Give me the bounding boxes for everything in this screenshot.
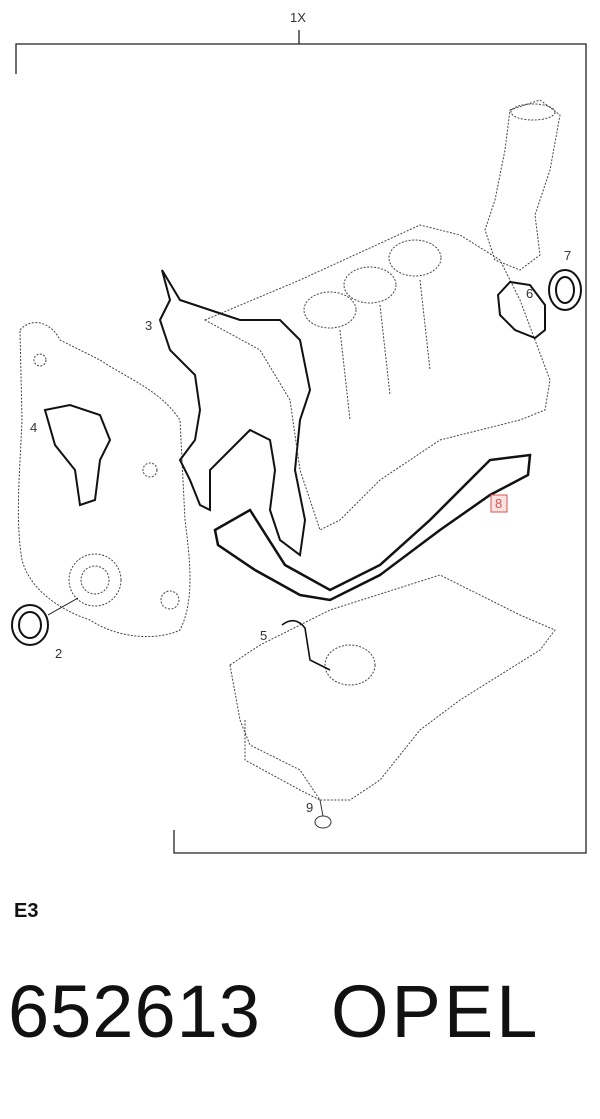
part-number: 652613: [8, 970, 261, 1053]
assembly-bracket: [15, 30, 587, 854]
drain-plug: [314, 799, 332, 829]
oil-filter-housing: [484, 99, 561, 271]
quantity-label: 1X: [290, 10, 306, 25]
section-code: E3: [14, 900, 39, 922]
callout-8-highlight: 8: [490, 494, 508, 513]
callout-7: 7: [564, 248, 571, 263]
pickup-tube-seal: [281, 619, 331, 671]
callout-3: 3: [145, 318, 152, 333]
callout-9: 9: [306, 800, 313, 815]
callout-6: 6: [526, 286, 533, 301]
callout-4: 4: [30, 420, 37, 435]
callout-2: 2: [55, 646, 62, 661]
oil-pan-gasket: [213, 453, 532, 602]
cover-gasket: [158, 269, 312, 557]
oil-pan: [229, 574, 556, 801]
filter-housing-gasket: [496, 280, 546, 340]
callout-8: 8: [495, 496, 502, 511]
engine-block: [203, 224, 551, 531]
brand-name: OPEL: [330, 970, 541, 1053]
exploded-parts-diagram: 1X: [11, 10, 587, 854]
front-crank-seal: [11, 597, 79, 646]
timing-cover: [17, 322, 191, 638]
callout-5: 5: [260, 628, 267, 643]
housing-seal: [548, 269, 582, 311]
pump-gasket: [43, 403, 112, 507]
